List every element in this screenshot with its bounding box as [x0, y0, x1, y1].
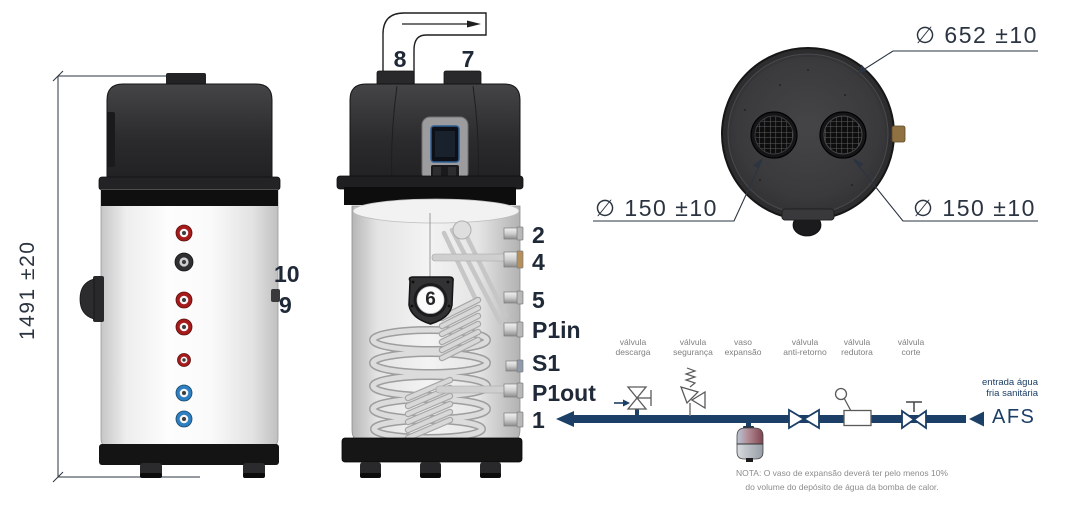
port-label-10: 10 — [274, 261, 300, 287]
vessel-label-expansao: vaso expansão — [724, 337, 762, 357]
grille-diameter-left: ∅ 150 ±10 — [595, 195, 718, 221]
front-view-drawing — [336, 12, 524, 478]
pressure-reducing-valve-symbol — [834, 387, 872, 427]
valve-label-corte: válvula corte — [897, 337, 925, 357]
port-label-5: 5 — [532, 287, 545, 313]
port-label-2: 2 — [532, 222, 545, 248]
afs-line-label: AFS — [992, 406, 1036, 428]
front-port-stubs — [503, 226, 524, 428]
schematic-note: NOTA: O vaso de expansão deverá ter pelo… — [736, 468, 948, 492]
shutoff-valve-symbol — [901, 401, 927, 430]
valve-label-anti-retorno: válvula anti-retorno — [783, 337, 827, 357]
diameter-dimension-main: ∅ 652 ±10 — [915, 22, 1038, 48]
afs-inlet-arrow — [969, 411, 984, 427]
port-label-4: 4 — [532, 249, 545, 275]
safety-valve-symbol — [679, 367, 706, 416]
side-ports — [174, 224, 194, 428]
control-display — [421, 116, 469, 182]
air-outlet-label: 7 — [461, 46, 475, 72]
valve-label-descarga: válvula descarga — [615, 337, 651, 357]
fan-grille-left — [750, 111, 798, 159]
hydraulic-schematic-drawing — [556, 367, 984, 462]
check-valve-symbol — [788, 408, 820, 430]
valve-label-seguranca: válvula segurança — [673, 337, 713, 357]
port-label-p1out: P1out — [532, 380, 596, 406]
inlet-caption: entrada água fria sanitária — [982, 377, 1038, 399]
grille-diameter-right: ∅ 150 ±10 — [913, 195, 1036, 221]
port-label-s1: S1 — [532, 350, 561, 376]
top-view-drawing — [593, 47, 1038, 237]
discharge-valve-symbol — [614, 386, 652, 416]
coil-badge — [408, 276, 454, 325]
height-dimension-label: 1491 ±20 — [16, 240, 39, 340]
coil-number-badge: 6 — [425, 289, 436, 310]
duct-outlet-label: 8 — [393, 46, 407, 72]
port-label-9: 9 — [279, 292, 292, 318]
fan-grille-right — [819, 111, 867, 159]
side-view-drawing — [52, 70, 281, 483]
port-label-1: 1 — [532, 407, 545, 433]
port-label-p1in: P1in — [532, 317, 581, 343]
valve-label-redutora: válvula redutora — [841, 337, 873, 357]
expansion-vessel-symbol — [736, 421, 764, 462]
